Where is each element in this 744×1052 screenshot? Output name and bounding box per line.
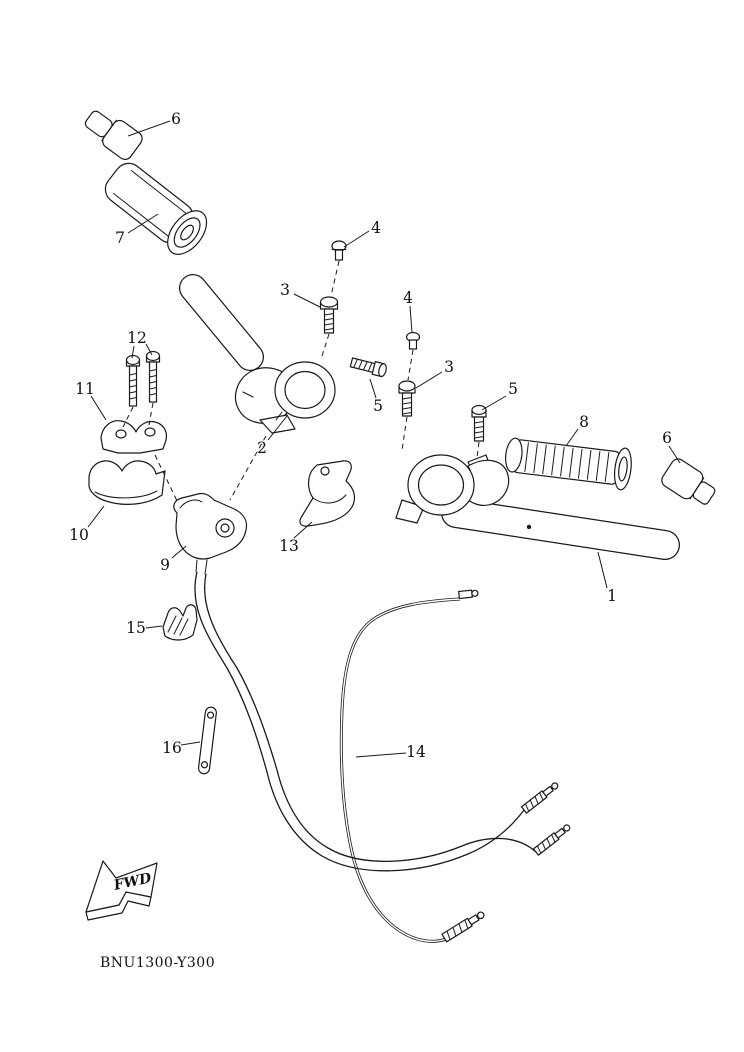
part-4-screw-right <box>405 331 421 350</box>
diagram-code: BNU1300-Y300 <box>100 955 215 971</box>
part-12-bolts <box>125 350 161 407</box>
part-4-screw-left <box>331 240 347 261</box>
fwd-arrow: FWD <box>85 860 158 921</box>
assembly-dashed-lines <box>122 260 480 504</box>
cable-end-fitting-top <box>458 589 479 600</box>
callout-12: 12 <box>127 329 147 347</box>
cable-adjuster-b <box>532 824 571 856</box>
callout-labels: 6 7 4 3 12 4 11 3 5 5 8 6 2 10 13 9 1 15… <box>69 110 672 761</box>
callout-13: 13 <box>279 537 299 555</box>
callout-8: 8 <box>579 413 589 431</box>
callout-4-right: 4 <box>403 289 413 307</box>
callout-7: 7 <box>115 229 125 247</box>
part-5-bolt-left <box>349 357 387 378</box>
callout-3-left: 3 <box>280 281 290 299</box>
callout-5-left: 5 <box>373 397 383 415</box>
callout-15: 15 <box>126 619 146 637</box>
callout-14: 14 <box>406 743 426 761</box>
part-2-switch-housing <box>234 361 336 434</box>
callout-4-left: 4 <box>371 219 381 237</box>
handlebar-hole <box>526 524 532 530</box>
part-handlebar-left-tube <box>179 274 264 371</box>
callout-6-left: 6 <box>171 110 181 128</box>
part-11-holder-upper <box>100 420 168 454</box>
callout-1: 1 <box>607 587 617 605</box>
callout-3-right: 3 <box>444 358 454 376</box>
cable-assembly <box>194 571 571 943</box>
part-9-cable-guide <box>173 492 248 575</box>
callout-10: 10 <box>69 526 89 544</box>
cable-adjuster-bottom <box>441 911 485 943</box>
part-5-bolt-right <box>471 404 487 442</box>
callout-11: 11 <box>75 380 95 398</box>
callout-2: 2 <box>257 439 267 457</box>
part-8-throttle-grip <box>504 437 632 491</box>
part-16-band <box>197 706 217 775</box>
part-13-bracket <box>299 460 356 527</box>
part-6-bar-end-left <box>84 110 143 161</box>
callout-leader-lines <box>87 120 681 758</box>
callout-6-right: 6 <box>662 429 672 447</box>
part-1-handlebar <box>441 498 680 560</box>
callout-5-right: 5 <box>508 380 518 398</box>
part-3-bolt-left <box>319 296 339 334</box>
part-3-bolt-right <box>398 380 416 417</box>
part-7-grip <box>104 162 208 255</box>
callout-16: 16 <box>162 739 182 757</box>
part-10-holder-lower <box>88 460 166 505</box>
part-15-clamp <box>162 604 198 641</box>
part-throttle-housing-right <box>395 454 510 524</box>
cable-adjuster-a <box>520 782 559 814</box>
callout-9: 9 <box>160 556 170 574</box>
part-6-bar-end-right <box>661 458 716 505</box>
